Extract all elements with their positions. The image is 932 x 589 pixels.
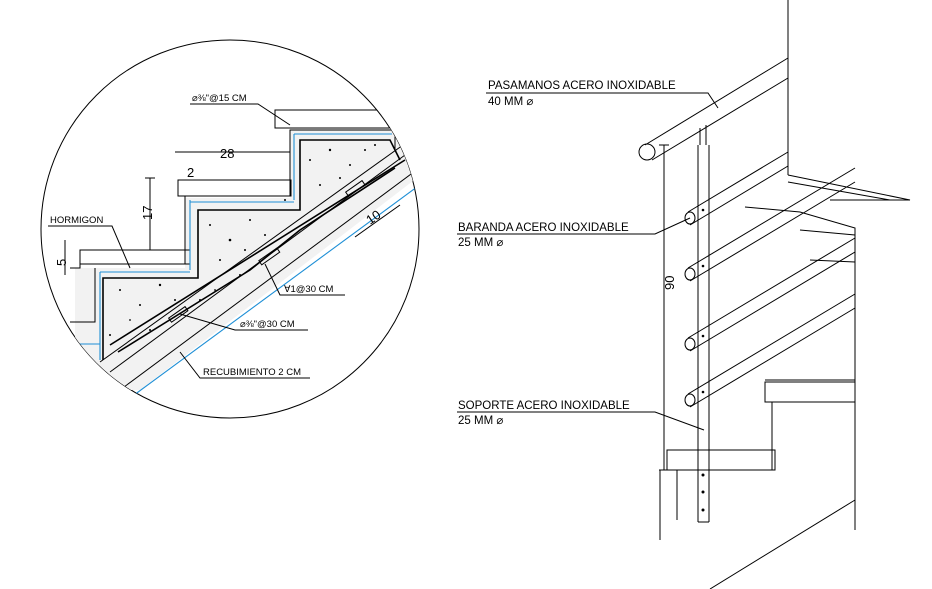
- stair-section-body: [70, 109, 419, 399]
- handrail-leader: [486, 92, 719, 109]
- detail-circle: [40, 39, 420, 419]
- label-railing-name: BARANDA ACERO INOXIDABLE: [458, 222, 629, 234]
- railing-elevation: 90 PASAMANOS ACERO INOXIDABLE 40 MM ⌀ BA…: [457, 0, 911, 589]
- handrail: [638, 57, 789, 161]
- stair-section-detail: ⌀⅜"@15 CM 28 2 17 HORMIGON 5 10 ∀1@30 CM…: [40, 39, 420, 419]
- label-nosing-dim: 2: [187, 165, 194, 180]
- label-post-name: SOPORTE ACERO INOXIDABLE: [458, 400, 630, 412]
- post-leader: [457, 411, 705, 431]
- height-dimension: [659, 144, 669, 471]
- label-concrete: HORMIGON: [50, 215, 103, 226]
- dimension-lines: [64, 145, 401, 275]
- label-riser-dim: 17: [140, 206, 155, 220]
- detail-leaders: [48, 103, 345, 379]
- label-dist-bar: ⌀⅜"@30 CM: [240, 319, 295, 330]
- railing-leader: [457, 217, 691, 235]
- post: [697, 125, 710, 523]
- label-slab-edge-dim: 5: [54, 259, 69, 266]
- label-slab-thickness-dim: 10: [363, 207, 383, 228]
- label-main-bar: ∀1@30 CM: [284, 284, 333, 295]
- label-handrail-spec: 40 MM ⌀: [488, 96, 533, 108]
- balustrade-rails: [684, 151, 856, 408]
- label-post-spec: 25 MM ⌀: [458, 415, 503, 427]
- label-cover: RECUBIMIENTO 2 CM: [203, 367, 301, 378]
- concrete-hatch: [109, 144, 376, 336]
- label-handrail-name: PASAMANOS ACERO INOXIDABLE: [488, 80, 676, 92]
- label-height-dim: 90: [662, 276, 677, 290]
- label-railing-spec: 25 MM ⌀: [458, 237, 503, 249]
- label-tread-dim: 28: [220, 146, 234, 161]
- label-stirrup-top: ⌀⅜"@15 CM: [192, 93, 247, 104]
